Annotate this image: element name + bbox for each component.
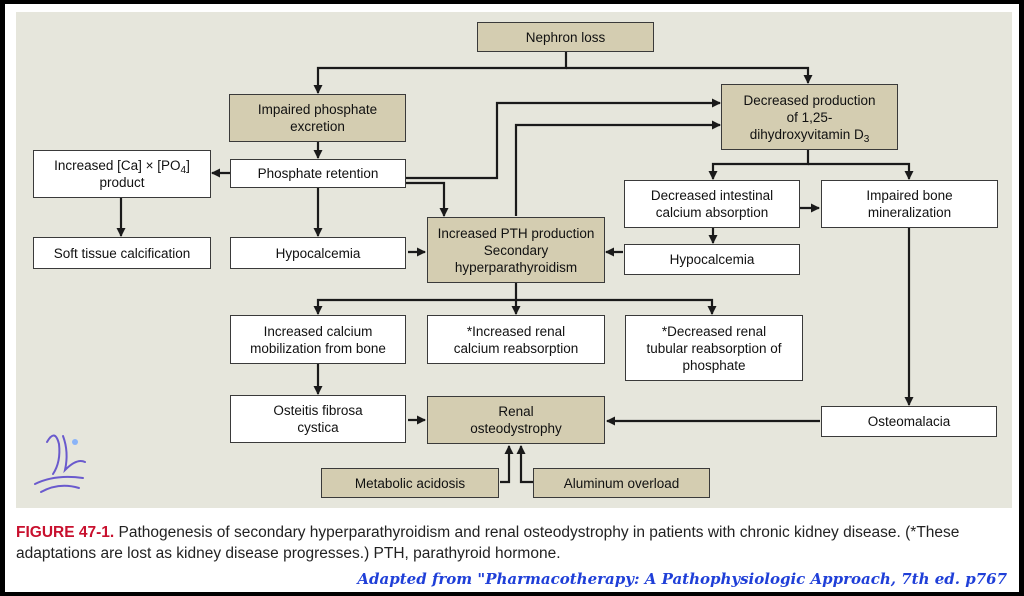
vitd-line-3: dihydroxyvitamin D — [749, 126, 864, 142]
capo4-text-b: ] — [186, 158, 190, 173]
arrow-nephron-to-phosphate — [313, 52, 568, 94]
node-hypocalcemia-left: Hypocalcemia — [230, 237, 406, 269]
arrow-nephron-to-vitd — [566, 66, 813, 84]
capo4-subscript: 4 — [180, 165, 187, 176]
vitd-subscript: 3 — [863, 133, 870, 145]
node-hypocalcemia-right: Hypocalcemia — [624, 244, 800, 275]
vitd-line-1: Decreased production — [743, 92, 876, 108]
arrow-vitd-to-intestinal — [708, 150, 810, 180]
arrow-pth-to-vitd — [514, 120, 721, 216]
vitd-line-2: of 1,25- — [786, 109, 833, 125]
caption-label: FIGURE 47-1. — [16, 524, 115, 541]
figure-frame: Nephron loss Impaired phosphate excretio… — [5, 4, 1019, 592]
caption-text: Pathogenesis of secondary hyperparathyro… — [16, 524, 960, 562]
source-note: Adapted from "Pharmacotherapy: A Pathoph… — [357, 570, 1007, 588]
node-ca-po4-product: Increased [Ca] × [PO4] product — [33, 150, 211, 198]
node-decreased-intestinal-absorption: Decreased intestinal calcium absorption — [624, 180, 800, 228]
capo4-line-2: product — [99, 175, 145, 190]
node-soft-tissue-calcification: Soft tissue calcification — [33, 237, 211, 269]
watermark-logo-icon — [34, 434, 86, 493]
node-increased-pth-production: Increased PTH production Secondary hyper… — [427, 217, 605, 283]
node-phosphate-retention: Phosphate retention — [230, 159, 406, 188]
node-nephron-loss: Nephron loss — [477, 22, 654, 52]
capo4-text-a: Increased [Ca] × [PO — [54, 158, 181, 173]
node-tubular-phosphate-reabsorption: *Decreased renal tubular reabsorption of… — [625, 315, 803, 381]
arrow-vitd-to-bone — [808, 162, 914, 180]
arrow-aluminum-to-ro — [516, 445, 533, 484]
figure-caption: FIGURE 47-1. Pathogenesis of secondary h… — [16, 522, 1016, 564]
node-decreased-vitamin-d: Decreased production of 1,25- dihydroxyv… — [721, 84, 898, 150]
node-osteomalacia: Osteomalacia — [821, 406, 997, 437]
node-impaired-bone-mineralization: Impaired bone mineralization — [821, 180, 998, 228]
arrow-pth-to-mobilization — [313, 283, 518, 315]
node-renal-osteodystrophy: Renal osteodystrophy — [427, 396, 605, 444]
node-calcium-mobilization: Increased calcium mobilization from bone — [230, 315, 406, 364]
node-osteitis-fibrosa-cystica: Osteitis fibrosa cystica — [230, 395, 406, 443]
node-impaired-phosphate-excretion: Impaired phosphate excretion — [229, 94, 406, 142]
arrow-acidosis-to-ro — [500, 445, 514, 484]
arrow-retention-to-pth — [405, 181, 449, 217]
connector-arrows — [116, 52, 914, 484]
node-aluminum-overload: Aluminum overload — [533, 468, 710, 498]
flowchart-panel: Nephron loss Impaired phosphate excretio… — [16, 12, 1012, 508]
arrow-retention-to-vitd — [405, 98, 721, 180]
node-metabolic-acidosis: Metabolic acidosis — [321, 468, 499, 498]
arrow-pth-to-tubular — [516, 298, 717, 315]
node-renal-calcium-reabsorption: *Increased renal calcium reabsorption — [427, 315, 605, 364]
